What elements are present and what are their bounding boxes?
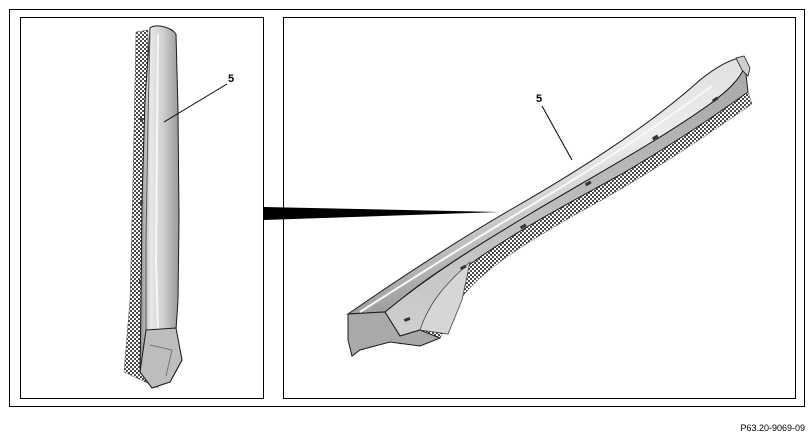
right-callout-leader [541, 105, 573, 161]
right-clip-slot [651, 134, 659, 141]
right-rail-ridge [359, 85, 713, 313]
left-clip-mark [140, 200, 143, 204]
right-clip-slot [519, 223, 527, 230]
left-pillar-foot-crease [149, 344, 173, 377]
right-rail-foot [347, 311, 442, 357]
left-pillar-trim [139, 25, 183, 389]
right-clip-slot [711, 96, 719, 103]
left-clip-mark [139, 280, 142, 284]
right-clip-slot [459, 264, 467, 271]
right-callout-label: 5 [536, 93, 542, 105]
left-pillar-foot [139, 327, 183, 389]
right-clip-slot [403, 317, 411, 322]
left-trim-assembly [123, 25, 183, 389]
right-rail-endcap [735, 55, 751, 77]
left-clip-mark [140, 118, 143, 122]
figure-reference-code: P63.20-9069-09 [740, 423, 805, 433]
left-pillar-ridge [154, 33, 159, 331]
outer-frame [9, 9, 805, 407]
detail-connector-wedge [264, 207, 500, 220]
left-callout-leader [163, 83, 228, 123]
right-rail-foot-inner [419, 260, 471, 335]
right-clip-slot [584, 180, 592, 187]
right-trim-assembly [346, 55, 753, 357]
left-callout-label: 5 [228, 73, 234, 85]
